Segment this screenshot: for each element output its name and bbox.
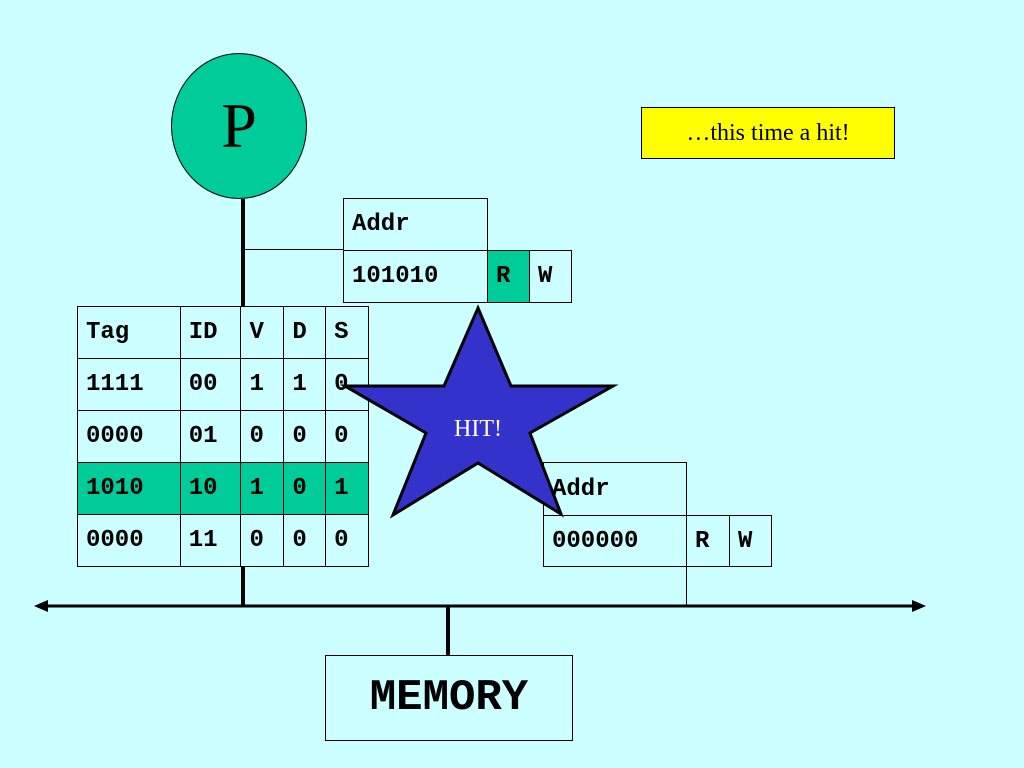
cache-cell-valid: 0 bbox=[240, 410, 285, 463]
cache-header-shared: S bbox=[325, 306, 369, 359]
cache-header-dirty: D bbox=[283, 306, 327, 359]
system-bus bbox=[34, 600, 926, 612]
cache-row: 1111 00 1 1 0 bbox=[77, 358, 369, 411]
cache-cell-dirty: 0 bbox=[283, 514, 327, 567]
request-bottom-addr-label: Addr bbox=[543, 462, 687, 516]
cache-header-row: Tag ID V D S bbox=[77, 306, 369, 359]
snoop-connector bbox=[686, 566, 687, 606]
cache-cell-dirty: 1 bbox=[283, 358, 327, 411]
bus-left-arrow-icon bbox=[34, 600, 48, 612]
cache-row: 0000 11 0 0 0 bbox=[77, 514, 369, 567]
memory-bus-connector bbox=[446, 606, 450, 656]
memory-node: MEMORY bbox=[325, 655, 573, 741]
cache-cell-tag: 1010 bbox=[77, 462, 181, 515]
cache-row-hit: 1010 10 1 0 1 bbox=[77, 462, 369, 515]
cache-row: 0000 01 0 0 0 bbox=[77, 410, 369, 463]
request-top-write-flag: W bbox=[529, 250, 572, 303]
processor-node: P bbox=[171, 53, 307, 199]
request-bottom-write-flag: W bbox=[729, 515, 772, 567]
cache-cell-valid: 1 bbox=[240, 462, 285, 515]
request-bottom-address: 000000 bbox=[543, 515, 687, 567]
cache-header-id: ID bbox=[179, 306, 242, 359]
cache-cell-tag: 0000 bbox=[77, 514, 181, 567]
processor-addr-connector bbox=[243, 249, 343, 250]
cache-cell-id: 10 bbox=[179, 462, 242, 515]
cache-table: Tag ID V D S 1111 00 1 1 0 0000 01 0 0 0… bbox=[77, 306, 369, 567]
hit-star: HIT! bbox=[340, 304, 619, 519]
cache-cell-tag: 0000 bbox=[77, 410, 181, 463]
request-top-read-flag: R bbox=[487, 250, 530, 303]
cache-header-valid: V bbox=[240, 306, 285, 359]
cache-cell-id: 01 bbox=[179, 410, 242, 463]
cache-cell-id: 00 bbox=[179, 358, 242, 411]
hit-note: …this time a hit! bbox=[641, 107, 895, 159]
cache-cell-shared: 1 bbox=[325, 462, 369, 515]
cache-cell-id: 11 bbox=[179, 514, 242, 567]
cache-cell-dirty: 0 bbox=[283, 410, 327, 463]
star-icon bbox=[340, 304, 619, 519]
request-bottom-read-flag: R bbox=[686, 515, 730, 567]
request-top-address: 101010 bbox=[343, 250, 488, 303]
cache-cell-shared: 0 bbox=[325, 514, 369, 567]
cache-cell-dirty: 0 bbox=[283, 462, 327, 515]
cache-cell-tag: 1111 bbox=[77, 358, 181, 411]
bus-right-arrow-icon bbox=[912, 600, 926, 612]
star-label: HIT! bbox=[454, 416, 502, 442]
cache-cell-valid: 1 bbox=[240, 358, 285, 411]
request-top-addr-label: Addr bbox=[343, 198, 488, 251]
cache-cell-valid: 0 bbox=[240, 514, 285, 567]
cache-header-tag: Tag bbox=[77, 306, 181, 359]
